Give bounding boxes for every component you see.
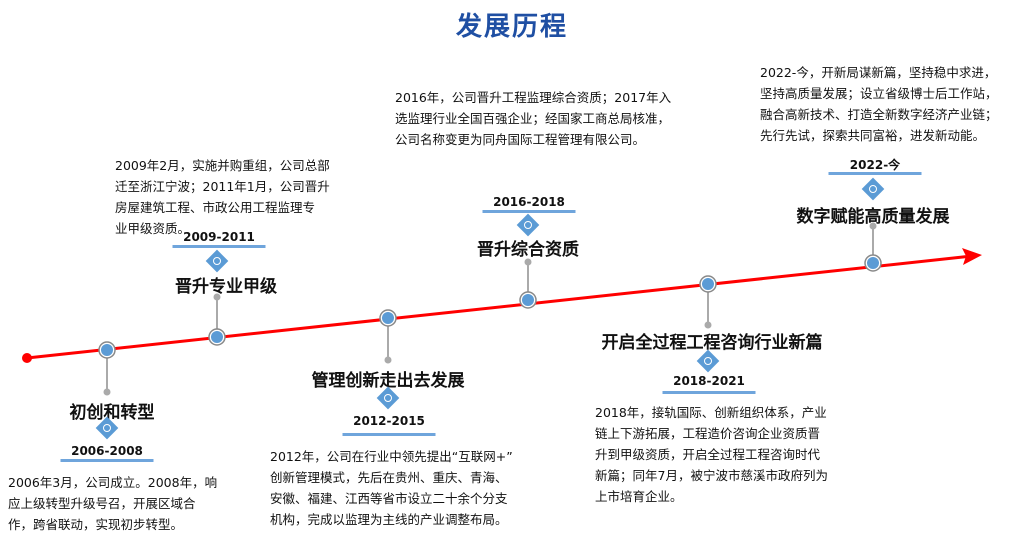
timeline-start-dot xyxy=(22,353,32,363)
timeline-node-dot xyxy=(211,331,223,343)
stem-dot xyxy=(869,222,877,230)
stage-title-4: 晋升综合资质 xyxy=(477,240,579,260)
stage-title-1: 初创和转型 xyxy=(69,403,155,423)
stage-period-1: 2006-2008 xyxy=(71,444,143,458)
period-underline xyxy=(662,391,756,394)
timeline-node-dot xyxy=(382,312,394,324)
stage-period-5: 2018-2021 xyxy=(673,374,745,388)
page-title: 发展历程 xyxy=(455,12,568,42)
stage-title-5: 开启全过程工程咨询行业新篇 xyxy=(601,333,823,353)
stem-dot xyxy=(524,258,532,266)
timeline-node-dot xyxy=(702,278,714,290)
stem-dot xyxy=(213,293,221,301)
stage-title-6: 数字赋能高质量发展 xyxy=(796,207,950,227)
arrow-head-icon xyxy=(962,248,982,265)
stage-description-1: 2006年3月，公司成立。2008年，响应上级转型升级号召，开展区域合作，跨省联… xyxy=(8,475,218,532)
period-underline xyxy=(342,433,436,436)
stem-dot xyxy=(103,388,111,396)
timeline-line xyxy=(26,254,973,360)
timeline-node-dot xyxy=(867,257,879,269)
stage-description-2: 2009年2月，实施并购重组，公司总部迁至浙江宁波；2011年1月，公司晋升房屋… xyxy=(115,158,330,236)
period-underline xyxy=(60,459,154,462)
timeline-node-dot xyxy=(101,344,113,356)
period-underline xyxy=(172,245,266,248)
timeline-node-dot xyxy=(522,294,534,306)
stage-description-5: 2018年，接轨国际、创新组织体系，产业链上下游拓展，工程造价咨询企业资质晋升到… xyxy=(595,405,828,504)
stage-description-3: 2012年，公司在行业中领先提出“互联网+”创新管理模式，先后在贵州、重庆、青海… xyxy=(270,449,513,527)
stage-description-6: 2022-今，开新局谋新篇，坚持稳中求进，坚持高质量发展；设立省级博士后工作站，… xyxy=(760,65,998,143)
stage-period-3: 2012-2015 xyxy=(353,414,425,428)
period-underline xyxy=(482,210,576,213)
stem-dot xyxy=(704,321,712,329)
stage-description-4: 2016年，公司晋升工程监理综合资质；2017年入选监理行业全国百强企业；经国家… xyxy=(395,90,672,147)
period-underline xyxy=(828,172,922,175)
stem-dot xyxy=(384,356,392,364)
stage-title-2: 晋升专业甲级 xyxy=(175,277,277,297)
stage-title-3: 管理创新走出去发展 xyxy=(311,371,465,391)
stage-period-4: 2016-2018 xyxy=(493,195,565,209)
stage-period-2: 2009-2011 xyxy=(183,230,255,244)
stage-period-6: 2022-今 xyxy=(849,158,901,172)
